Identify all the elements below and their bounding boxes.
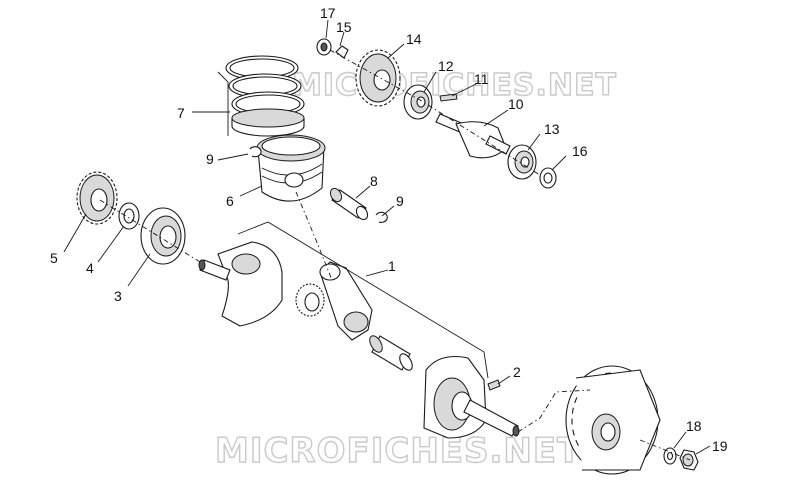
- callout-16: 16: [572, 143, 588, 159]
- piston[interactable]: [256, 134, 326, 202]
- callout-19: 19: [712, 438, 728, 454]
- callout-9-lower: 9: [396, 193, 404, 209]
- watermark-bottom: MICROFICHES.NET: [215, 431, 581, 471]
- callout-15: 15: [336, 19, 352, 35]
- crankshaft-gear[interactable]: [76, 171, 118, 225]
- spacer[interactable]: [316, 38, 332, 56]
- centerline-crank-right: [517, 389, 591, 433]
- watermark-top: MICROFICHES.NET: [292, 68, 617, 103]
- leader-lines: [63, 19, 711, 455]
- callout-3: 3: [114, 288, 122, 304]
- centerline-piston: [295, 191, 333, 281]
- callout-4: 4: [86, 260, 94, 276]
- connecting-rod[interactable]: [319, 261, 373, 341]
- rings-bracket: [217, 71, 229, 136]
- callout-5: 5: [50, 250, 58, 266]
- centerline-flywheel-nut: [639, 439, 691, 461]
- balance-shaft-gear[interactable]: [355, 49, 401, 107]
- piston-rings[interactable]: [225, 55, 305, 137]
- callout-8: 8: [370, 173, 378, 189]
- callout-18: 18: [686, 418, 702, 434]
- callout-9-upper: 9: [206, 151, 214, 167]
- thrust-washer[interactable]: [118, 202, 140, 230]
- circlip-lower[interactable]: [375, 211, 388, 223]
- crankshaft-assembly-bracket: [237, 221, 489, 379]
- callout-14: 14: [406, 31, 422, 47]
- crank-pin[interactable]: [367, 334, 415, 373]
- piston-pin[interactable]: [328, 186, 370, 221]
- circlip-upper[interactable]: [249, 146, 262, 158]
- centerline-crank-left: [99, 199, 201, 263]
- main-bearing-left[interactable]: [140, 207, 186, 265]
- crankshaft-left-half[interactable]: [198, 241, 283, 327]
- callout-2: 2: [513, 364, 521, 380]
- callout-12: 12: [438, 58, 454, 74]
- callout-11: 11: [474, 71, 489, 87]
- balance-shaft-bearing-right[interactable]: [507, 144, 537, 180]
- centerline-balance-shaft: [329, 49, 541, 176]
- small-end-needle-bearing[interactable]: [295, 283, 325, 317]
- balance-shaft-bearing-left[interactable]: [403, 84, 433, 120]
- flywheel-rotor[interactable]: [565, 365, 661, 475]
- flywheel-washer[interactable]: [663, 447, 677, 465]
- callout-1: 1: [388, 258, 396, 274]
- crankshaft-right-half[interactable]: [423, 355, 520, 439]
- callout-6: 6: [226, 193, 234, 209]
- callout-17: 17: [320, 5, 336, 21]
- callout-13: 13: [544, 121, 560, 137]
- callout-10: 10: [508, 96, 524, 112]
- woodruff-key[interactable]: [487, 379, 501, 391]
- callout-7: 7: [177, 105, 185, 121]
- balance-shaft[interactable]: [435, 113, 511, 159]
- balance-shaft-washer[interactable]: [539, 167, 557, 189]
